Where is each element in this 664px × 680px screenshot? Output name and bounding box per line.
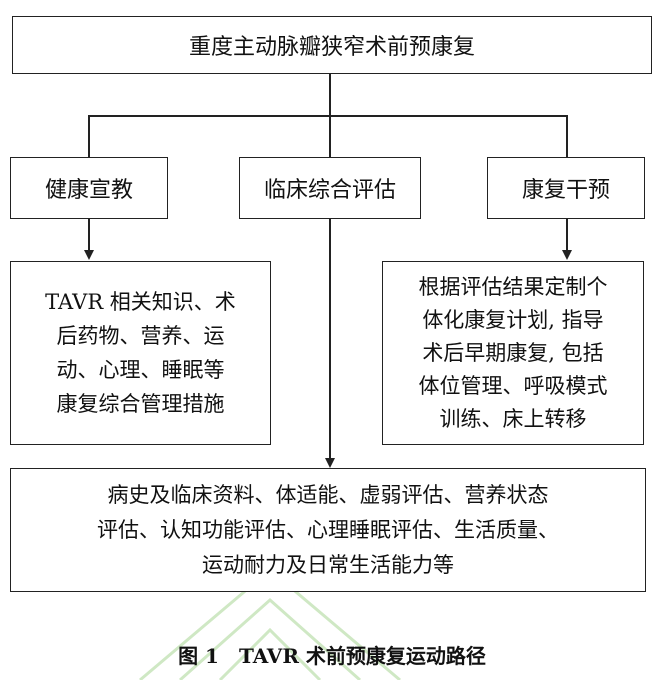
left-detail-text: TAVR 相关知识、术 后药物、营养、运 动、心理、睡眠等 康复综合管理措施	[45, 290, 236, 416]
branch-rehab-intervention: 康复干预	[487, 157, 645, 219]
connector-title-down	[329, 74, 331, 116]
right-detail-text: 根据评估结果定制个 体化康复计划, 指导 术后早期康复, 包括 体位管理、呼吸模…	[418, 274, 608, 431]
connector-horizontal	[88, 115, 568, 117]
branch-health-education: 健康宣教	[10, 157, 168, 219]
connector-to-right-branch	[566, 115, 568, 158]
bottom-detail-text: 病史及临床资料、体适能、虚弱评估、营养状态 评估、认知功能评估、心理睡眠评估、生…	[97, 482, 559, 577]
connector-to-left-branch	[88, 115, 90, 158]
connector-middle-down	[329, 219, 331, 459]
left-detail-box: TAVR 相关知识、术 后药物、营养、运 动、心理、睡眠等 康复综合管理措施	[10, 261, 271, 445]
bottom-detail-box: 病史及临床资料、体适能、虚弱评估、营养状态 评估、认知功能评估、心理睡眠评估、生…	[10, 468, 646, 592]
arrow-right	[562, 250, 572, 260]
connector-right-down	[566, 219, 568, 251]
branch-label: 康复干预	[521, 178, 610, 203]
figure-caption: 图 1 TAVR 术前预康复运动路径	[178, 644, 486, 668]
branch-label: 健康宣教	[44, 178, 133, 203]
branch-label: 临床综合评估	[263, 178, 396, 203]
branch-clinical-assessment: 临床综合评估	[239, 157, 421, 219]
title-text: 重度主动脉瓣狭窄术前预康复	[188, 35, 475, 60]
connector-left-down	[88, 219, 90, 251]
arrow-middle	[325, 458, 335, 468]
right-detail-box: 根据评估结果定制个 体化康复计划, 指导 术后早期康复, 包括 体位管理、呼吸模…	[382, 261, 644, 445]
title-box: 重度主动脉瓣狭窄术前预康复	[12, 16, 652, 74]
arrow-left	[84, 250, 94, 260]
connector-to-middle-branch	[329, 115, 331, 158]
